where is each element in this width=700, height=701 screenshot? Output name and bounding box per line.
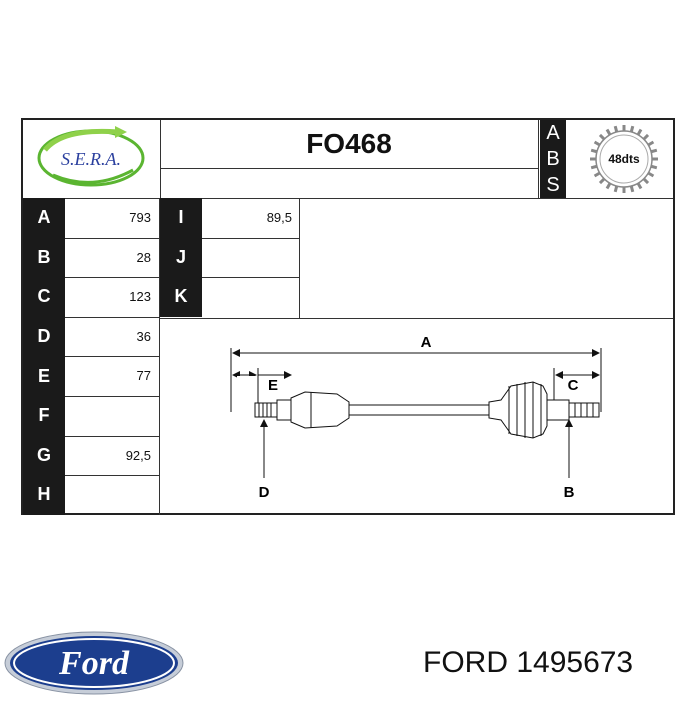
row-letter-b: B — [23, 237, 65, 278]
abs-column — [540, 120, 566, 198]
dim-label-a: A — [421, 334, 432, 351]
row-letter-k: K — [160, 277, 202, 317]
abs-letter-b: B — [546, 148, 560, 170]
row-letter-a: A — [23, 198, 65, 238]
row-letter-f: F — [23, 396, 65, 436]
row-value-e: 77 — [136, 368, 151, 384]
sera-logo: S.E.R.A. — [23, 120, 160, 198]
row-value-d: 36 — [136, 328, 151, 344]
row-value-b: 28 — [136, 249, 151, 265]
row-letter-c: C — [23, 277, 65, 317]
row-value-c: 123 — [129, 289, 151, 305]
row-letter-g: G — [23, 435, 65, 476]
row-value-i: 89,5 — [266, 210, 292, 225]
row-letter-e: E — [23, 356, 65, 396]
abs-gear-icon: 48dts — [588, 123, 660, 195]
dim-label-c: C — [568, 377, 579, 394]
row-letter-h: H — [23, 475, 65, 515]
row-value-g: 92,5 — [125, 447, 151, 463]
ford-logo: Ford — [3, 630, 185, 696]
logo-text: S.E.R.A. — [61, 149, 121, 169]
abs-letter-s: S — [546, 174, 560, 196]
driveshaft-diagram: A E C — [161, 320, 673, 515]
ford-logo-text: Ford — [58, 645, 130, 682]
dim-label-b: B — [564, 484, 575, 501]
part-number: FO468 — [306, 128, 392, 159]
row-letter-j: J — [160, 237, 202, 278]
abs-letter-a: A — [546, 122, 560, 144]
row-letter-d: D — [23, 316, 65, 357]
row-letter-i: I — [160, 198, 202, 238]
dim-label-e: E — [268, 377, 278, 394]
abs-teeth-label: 48dts — [608, 152, 640, 166]
row-value-a: 793 — [129, 210, 151, 225]
part-caption: FORD 1495673 — [423, 646, 634, 679]
dim-label-d: D — [259, 484, 270, 501]
